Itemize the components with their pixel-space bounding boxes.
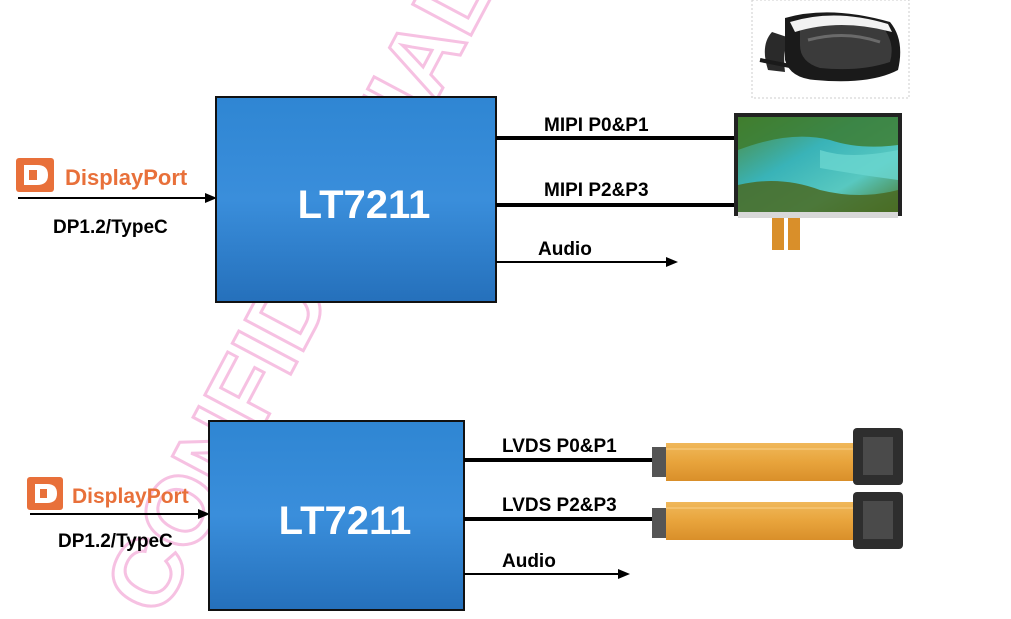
micro-display-flex-icon [652, 428, 903, 549]
input-label: DP1.2/TypeC [53, 217, 168, 238]
audio-arrowhead [666, 257, 678, 267]
audio-label: Audio [502, 551, 556, 572]
mipi-display-panel-icon [734, 113, 902, 250]
chip-label: LT7211 [279, 499, 412, 543]
audio-label: Audio [538, 239, 592, 260]
output1-label: LVDS P0&P1 [502, 436, 617, 457]
displayport-logo: DisplayPort [16, 158, 188, 192]
displayport-logo-2: DisplayPort [27, 477, 189, 510]
top-diagram: DisplayPort DP1.2/TypeC LT7211 MIPI P0&P… [16, 0, 910, 303]
displayport-logo-text: DisplayPort [72, 485, 189, 508]
input-arrowhead [205, 193, 217, 203]
output2-label: LVDS P2&P3 [502, 495, 617, 516]
displayport-logo-text: DisplayPort [65, 165, 188, 190]
output2-label: MIPI P2&P3 [544, 180, 649, 201]
chip-block [208, 420, 465, 611]
displayport-icon [16, 158, 54, 192]
input-arrowhead [198, 509, 210, 519]
input-label: DP1.2/TypeC [58, 531, 173, 552]
vr-headset-icon [751, 0, 910, 99]
displayport-icon [27, 477, 63, 510]
audio-arrowhead [618, 569, 630, 579]
chip-label: LT7211 [298, 183, 431, 227]
bottom-diagram: DisplayPort DP1.2/TypeC LT7211 LVDS P0&P… [27, 420, 903, 611]
output1-label: MIPI P0&P1 [544, 115, 649, 136]
chip-block [215, 96, 497, 303]
